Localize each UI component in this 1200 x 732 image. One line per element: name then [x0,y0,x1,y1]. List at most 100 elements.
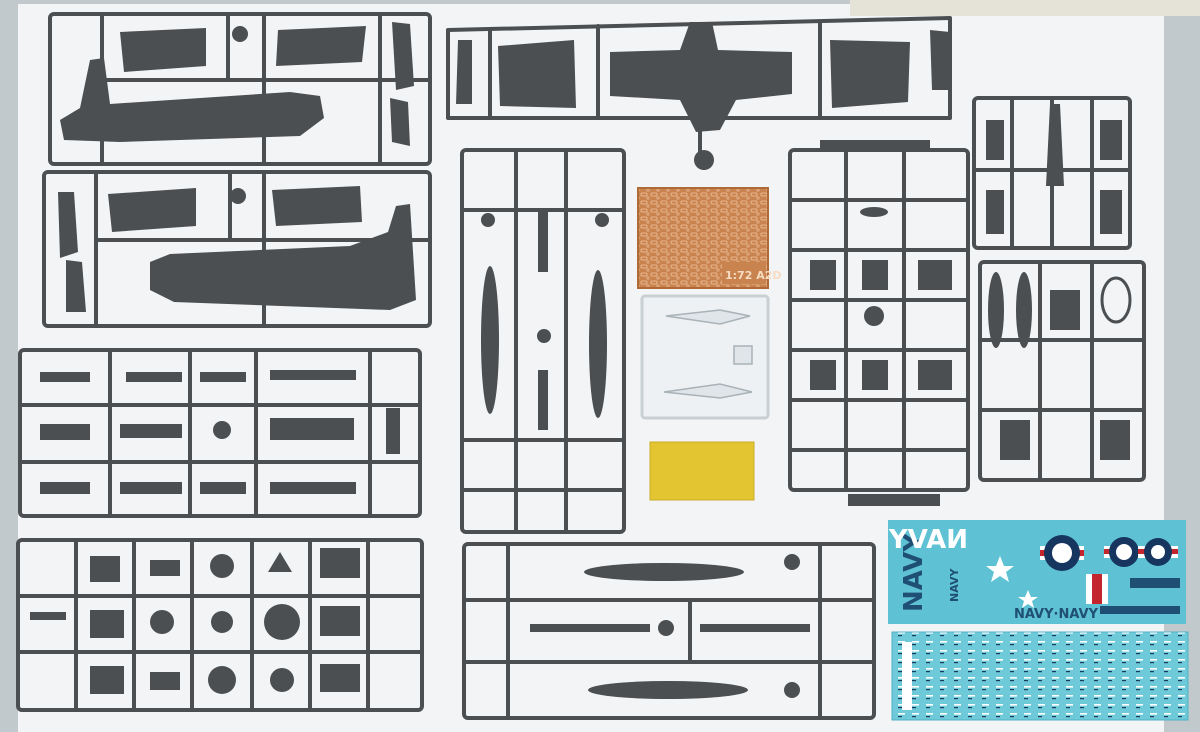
small-part [320,548,360,578]
wheel-part [232,26,248,42]
wheel-part [150,610,174,634]
decal-sheet-stencils [891,631,1189,721]
strut-part [538,212,548,272]
wing-center-section [610,22,792,132]
small-part [270,482,356,494]
small-part [864,306,884,326]
small-part [126,372,182,382]
small-part [320,606,360,636]
sprue-small-parts-b [16,538,424,712]
wheel-part [270,668,294,692]
strut-part [700,624,810,632]
decal-roundel [1040,535,1084,571]
wheel-part [481,213,495,227]
small-part [120,424,182,438]
small-part [862,260,888,290]
small-part [150,560,180,576]
wing-outer-panel-right [830,40,910,108]
wheel-part [784,682,800,698]
small-part [1000,420,1030,460]
small-part [986,190,1004,234]
decal-stripe [1130,578,1180,588]
decal-roundel [1138,538,1178,566]
wheel-part [784,554,800,570]
small-part [270,370,356,380]
wheel-part [694,150,714,170]
decal-stripe [1100,606,1180,614]
wing-tip [456,40,472,104]
small-part [200,372,246,382]
masking-sheet [649,441,755,501]
stabilizer-part [66,260,86,312]
strut-part [538,370,548,430]
small-part [918,360,952,390]
decal-roundel [1104,537,1144,567]
sprue-drop-tanks-horizontal [462,542,876,720]
decal-navy-small: NAVY [948,568,961,602]
small-part [320,664,360,692]
wing-part [120,28,206,72]
wheel-part [210,554,234,578]
small-part [1050,290,1080,330]
wheel-part [211,611,233,633]
small-part [120,482,182,494]
decal-navy-reversed: NAVY [888,525,968,555]
decal-roundel [1086,574,1108,604]
sprue-small-parts-a [18,348,422,518]
engine-part [264,604,300,640]
drop-tank-part [481,266,499,414]
small-part [918,260,952,290]
wheel-part [537,329,551,343]
wing-part [272,186,362,226]
drop-tank-part [584,563,744,581]
small-part [40,424,90,440]
sprue-drop-tanks-vertical [460,148,626,534]
wheel-part [658,620,674,636]
fuselage-half-left [60,58,324,142]
small-part [270,418,354,440]
decal-stars [986,556,1038,608]
small-part [820,140,930,148]
small-part [810,260,836,290]
sprue-detail-parts-a [788,148,970,492]
strut-part [530,624,650,632]
small-part [200,482,246,494]
fuselage-half-right [150,204,416,310]
small-part [90,610,124,638]
small-part [988,272,1004,348]
stabilizer-part [58,192,78,258]
small-part [1016,272,1032,348]
stabilizer-part [390,98,410,146]
wing-part [276,26,366,66]
wheel-part [230,188,246,204]
small-part [150,672,180,690]
small-part [860,207,888,217]
decal-navy-vertical: NAVY [899,532,929,612]
wing-part [108,188,196,232]
small-part [848,494,940,506]
box-edge [850,0,1200,16]
small-part [810,360,836,390]
small-part [90,556,120,582]
small-part [90,666,124,694]
photo-etch-label: 1:72 A2D [725,269,782,282]
small-part [1046,104,1064,186]
drop-tank-part [588,681,748,699]
small-part [40,482,90,494]
decal-navy-bottom: NAVY·NAVY [1014,607,1099,622]
small-part [986,120,1004,160]
propeller-hub-part [268,552,292,572]
sprue-detail-parts-c [978,260,1146,482]
stabilizer-part [392,22,414,90]
clear-sprue-canopy [640,294,770,420]
wing-tip [930,30,950,90]
small-part [1100,420,1130,460]
wheel-part [595,213,609,227]
small-part [862,360,888,390]
small-part [40,372,90,382]
small-part [386,408,400,454]
decal-sheet-main: NAVY NAVY NAVY NAVY·NAVY [888,520,1186,624]
small-part [1100,276,1132,324]
drop-tank-part [589,270,607,418]
